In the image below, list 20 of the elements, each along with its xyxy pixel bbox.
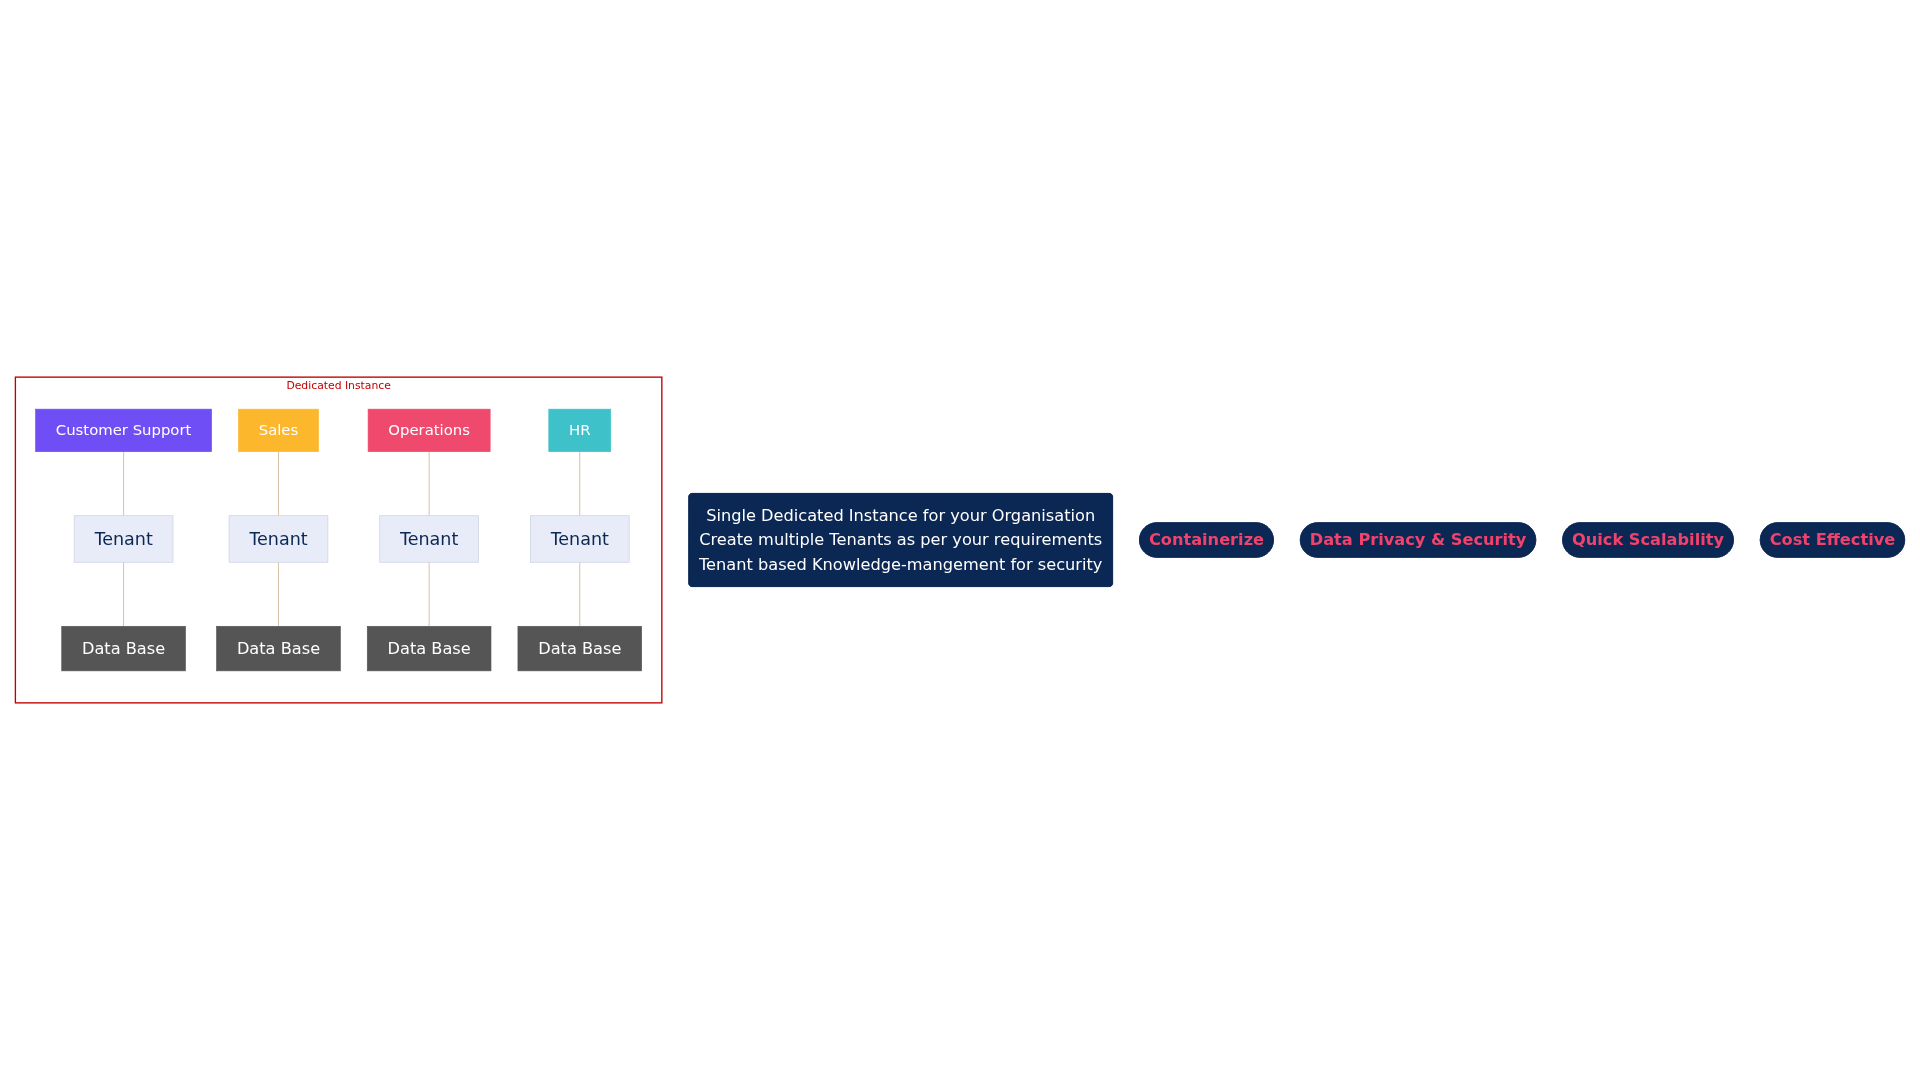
connector: [123, 561, 125, 627]
connector: [278, 451, 279, 517]
node-box: Data Base: [61, 626, 186, 672]
node-box: Data Base: [216, 626, 341, 672]
node-box: HR: [548, 408, 612, 452]
node-box: Tenant: [530, 515, 630, 563]
node-box: Tenant: [73, 515, 174, 563]
node-box: Tenant: [379, 515, 479, 563]
connector: [579, 451, 581, 517]
node-box: Customer Support: [35, 408, 212, 452]
connector: [579, 561, 581, 627]
node-box: Data Base: [366, 626, 492, 672]
node-box: Operations: [367, 408, 491, 452]
connector: [278, 561, 279, 627]
connector: [428, 561, 430, 627]
connector: [123, 451, 125, 517]
node-box: Sales: [238, 408, 319, 452]
node-box: Tenant: [228, 515, 329, 563]
connector: [428, 451, 430, 517]
node-box: Data Base: [517, 626, 642, 672]
